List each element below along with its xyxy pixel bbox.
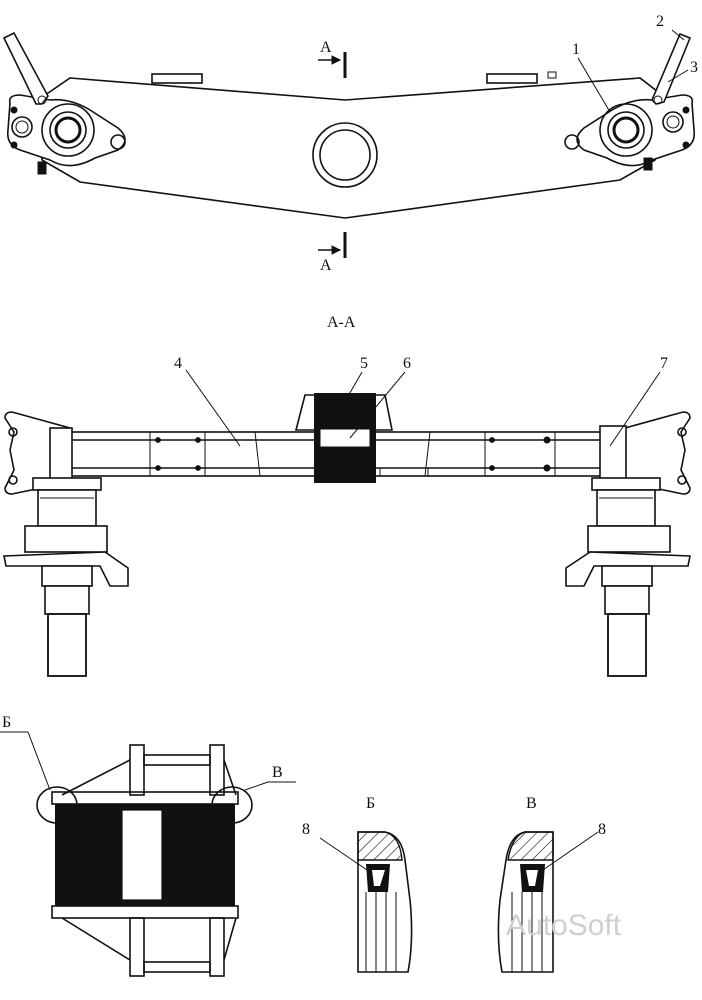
detail-v: В 8 — [497, 795, 606, 973]
leader-1 — [577, 57, 611, 113]
label-3: 3 — [690, 59, 698, 76]
detail-b-title: Б — [366, 795, 375, 812]
detail-v-title: В — [526, 795, 537, 812]
label-8-v: 8 — [598, 821, 606, 838]
label-7: 7 — [660, 355, 668, 372]
label-8-b: 8 — [302, 821, 310, 838]
section-arrow-top-label: A — [320, 39, 332, 56]
central-boss-inner — [319, 129, 371, 181]
leader-6 — [349, 371, 406, 439]
section-view: 4 5 6 7 — [3, 355, 691, 677]
label-5: 5 — [360, 355, 368, 372]
leader-2 — [671, 29, 685, 41]
central-boss-outer — [312, 122, 378, 188]
watermark: AutoSoft — [506, 909, 622, 942]
leader-5 — [339, 371, 363, 411]
mount-pad-right — [486, 73, 538, 84]
leader-8-b — [319, 837, 371, 873]
label-4: 4 — [174, 355, 182, 372]
label-6: 6 — [403, 355, 411, 372]
leader-4 — [185, 369, 241, 447]
mount-pad-left — [151, 73, 203, 84]
section-marker-bottom: A — [318, 232, 347, 274]
lever-left — [2, 31, 49, 105]
small-bracket — [547, 71, 557, 79]
label-1: 1 — [572, 41, 580, 58]
detail-v-leader-label: В — [272, 764, 283, 781]
leader-3 — [667, 69, 689, 83]
leader-7 — [609, 371, 661, 447]
lever-right — [651, 32, 692, 105]
detail-b-leader-label: Б — [2, 714, 11, 731]
spindle-left — [3, 477, 129, 677]
label-2: 2 — [656, 13, 664, 30]
section-marker-top: A — [318, 39, 347, 78]
section-title: A-A — [327, 314, 356, 331]
top-view: A A 1 2 3 — [2, 13, 698, 274]
bushing-detail: Б В — [0, 714, 296, 977]
leader-8-v — [539, 831, 599, 873]
detail-circle-v — [211, 786, 253, 824]
spindle-right — [565, 477, 691, 677]
section-arrow-bottom-label: A — [320, 257, 332, 274]
end-bracket-right — [624, 411, 691, 495]
detail-b: Б 8 — [302, 795, 413, 973]
detail-circle-b — [36, 786, 78, 824]
steering-knuckle-left — [6, 94, 126, 175]
steering-knuckle-right — [564, 94, 696, 171]
